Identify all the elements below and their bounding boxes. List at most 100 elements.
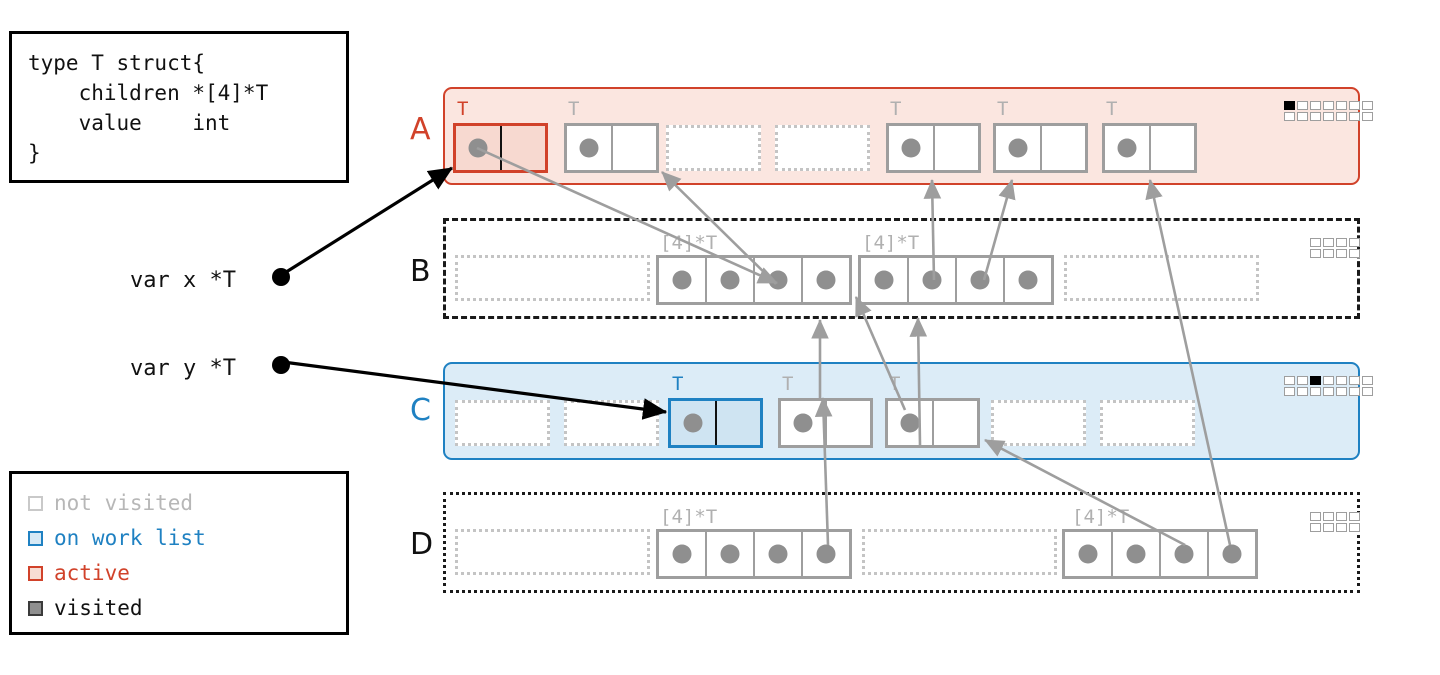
pointer-dot	[816, 270, 836, 290]
struct-cell-c-3[interactable]	[778, 398, 873, 448]
pointer-dot	[1008, 138, 1028, 158]
pointer-dot	[768, 544, 788, 564]
struct-cell-pointer-half	[996, 126, 1042, 170]
bitmap-cell	[1310, 376, 1321, 385]
bitmap-cell	[1310, 101, 1321, 110]
bitmap-cell	[1349, 512, 1360, 521]
bitmap-cell	[1349, 387, 1360, 396]
array-slot	[1209, 532, 1255, 576]
legend-swatch-visited	[28, 601, 43, 616]
pointer-dot	[1018, 270, 1038, 290]
array-d-1[interactable]	[1062, 529, 1258, 579]
struct-cell-value-half	[1151, 126, 1195, 170]
empty-slot-c-3	[1100, 400, 1195, 446]
bitmap-cell	[1323, 101, 1334, 110]
legend-swatch-not-visited	[28, 496, 43, 511]
struct-cell-value-half	[717, 401, 761, 445]
bitmap-cell	[1284, 376, 1295, 385]
type-caption-d-1: [4]*T	[1072, 506, 1130, 528]
type-caption-a-2: T	[890, 98, 902, 120]
pointer-dot	[768, 270, 788, 290]
bitmap-cell	[1310, 523, 1321, 532]
array-d-0[interactable]	[656, 529, 852, 579]
struct-cell-value-half	[935, 126, 979, 170]
pointer-dot	[720, 544, 740, 564]
array-b-1[interactable]	[858, 255, 1054, 305]
type-definition-box: type T struct{ children *[4]*T value int…	[9, 31, 349, 183]
pointer-dot	[1117, 138, 1137, 158]
struct-cell-pointer-half	[781, 401, 827, 445]
empty-slot-c-1	[564, 400, 659, 446]
array-slot	[707, 258, 755, 302]
empty-slot-a-2	[666, 125, 761, 171]
bitmap-cell	[1297, 387, 1308, 396]
bitmap-row	[1284, 387, 1373, 396]
bitmap-cell	[1310, 238, 1321, 247]
type-caption-c-2: T	[889, 373, 901, 395]
pointer-dot	[901, 138, 921, 158]
type-caption-a-4: T	[1106, 98, 1118, 120]
empty-slot-b-1	[1064, 255, 1259, 301]
bitmap-cell	[1362, 101, 1373, 110]
pointer-dot	[874, 270, 894, 290]
row-label-d: D	[410, 527, 434, 562]
bitmap-row	[1310, 238, 1360, 247]
bitmap-indicator-a	[1284, 101, 1373, 121]
array-slot	[1065, 532, 1113, 576]
struct-cell-c-2-worklist[interactable]	[668, 398, 763, 448]
bitmap-cell	[1310, 249, 1321, 258]
bitmap-cell	[1297, 101, 1308, 110]
pointer-dot	[672, 270, 692, 290]
legend-label-not-visited: not visited	[54, 491, 194, 515]
type-caption-b-1: [4]*T	[862, 232, 920, 254]
type-caption-b-0: [4]*T	[660, 232, 718, 254]
var-x-label: var x *T	[130, 268, 236, 293]
row-label-b: B	[410, 254, 431, 289]
struct-cell-a-5[interactable]	[993, 123, 1088, 173]
pointer-dot	[1222, 544, 1242, 564]
struct-cell-pointer-half	[889, 126, 935, 170]
legend-box: not visited on work list active visited	[9, 471, 349, 635]
array-slot	[1005, 258, 1051, 302]
array-slot	[659, 258, 707, 302]
array-slot	[1113, 532, 1161, 576]
bitmap-row	[1310, 523, 1360, 532]
bitmap-cell	[1323, 523, 1334, 532]
array-slot	[659, 532, 707, 576]
type-caption-a-3: T	[997, 98, 1009, 120]
bitmap-row	[1310, 249, 1360, 258]
array-slot	[957, 258, 1005, 302]
struct-cell-a-6[interactable]	[1102, 123, 1197, 173]
array-slot	[909, 258, 957, 302]
empty-slot-d-1	[862, 529, 1057, 575]
struct-cell-pointer-half	[1105, 126, 1151, 170]
empty-slot-d-0	[455, 529, 650, 575]
legend-label-on-work-list: on work list	[54, 526, 206, 550]
bitmap-cell	[1310, 512, 1321, 521]
pointer-dot	[579, 138, 599, 158]
bitmap-cell	[1323, 376, 1334, 385]
array-slot	[707, 532, 755, 576]
bitmap-cell	[1336, 376, 1347, 385]
bitmap-cell	[1362, 376, 1373, 385]
struct-cell-a-0-active[interactable]	[453, 123, 548, 173]
legend-item-active: active	[28, 556, 346, 591]
struct-cell-pointer-half	[456, 126, 502, 170]
legend-label-visited: visited	[54, 596, 143, 620]
bitmap-cell	[1349, 112, 1360, 121]
struct-cell-c-4[interactable]	[885, 398, 980, 448]
pointer-dot	[900, 413, 920, 433]
bitmap-cell	[1323, 249, 1334, 258]
struct-cell-pointer-half	[567, 126, 613, 170]
struct-cell-value-half	[1042, 126, 1086, 170]
bitmap-cell	[1297, 112, 1308, 121]
legend-swatch-on-work-list	[28, 531, 43, 546]
array-b-0[interactable]	[656, 255, 852, 305]
pointer-dot	[1126, 544, 1146, 564]
struct-cell-a-4[interactable]	[886, 123, 981, 173]
array-slot	[803, 258, 849, 302]
struct-cell-a-1[interactable]	[564, 123, 659, 173]
bitmap-cell	[1336, 238, 1347, 247]
type-definition-code: type T struct{ children *[4]*T value int…	[28, 51, 269, 165]
